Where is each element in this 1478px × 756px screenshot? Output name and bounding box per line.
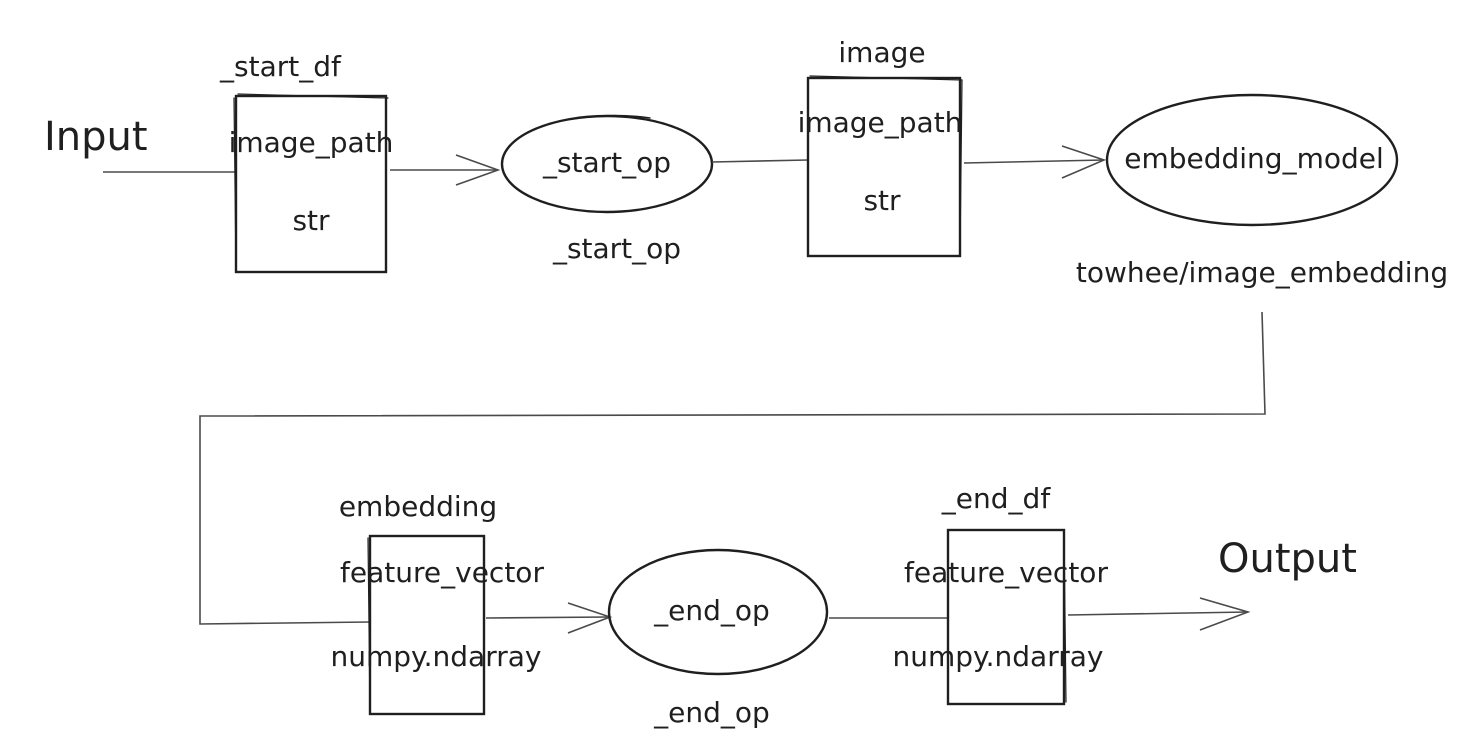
embedding-df-title: embedding — [339, 490, 497, 523]
embedding-df-type: numpy.ndarray — [331, 640, 542, 673]
arrow-start-df-to-start-op — [390, 154, 501, 186]
image-df-box — [806, 75, 963, 258]
embedding-df-box — [367, 534, 486, 716]
connector-start-op-to-image — [711, 159, 809, 163]
end-df-type: numpy.ndarray — [893, 640, 1104, 673]
image-df-type: str — [863, 184, 901, 217]
arrow-image-to-embedding-model — [963, 145, 1107, 179]
start-df-title: _start_df — [219, 50, 342, 83]
embedding-df-field: feature_vector — [340, 556, 544, 589]
end-op-node — [607, 548, 829, 676]
end-df-box — [946, 528, 1067, 706]
start-df-box — [233, 93, 389, 274]
arrow-end-df-to-output — [1067, 597, 1251, 631]
start-op-caption: _start_op — [552, 232, 681, 265]
arrow-embedding-to-end-op — [485, 602, 613, 634]
embedding-model-label: embedding_model — [1124, 142, 1384, 175]
start-df-field: image_path — [229, 126, 394, 159]
input-label: Input — [44, 114, 148, 160]
start-op-label: _start_op — [542, 146, 671, 179]
end-op-label: _end_op — [653, 594, 770, 627]
image-df-title: image — [838, 36, 925, 69]
embedding-model-caption: towhee/image_embedding — [1076, 256, 1448, 289]
start-df-type: str — [292, 204, 330, 237]
output-label: Output — [1218, 536, 1357, 582]
end-df-field: feature_vector — [904, 556, 1108, 589]
end-df-title: _end_df — [941, 482, 1052, 515]
start-op-node — [500, 114, 714, 214]
end-op-caption: _end_op — [653, 696, 770, 729]
image-df-field: image_path — [798, 106, 963, 139]
embedding-model-node — [1105, 93, 1399, 227]
connector-embedding-model-to-embedding — [199, 311, 1266, 625]
